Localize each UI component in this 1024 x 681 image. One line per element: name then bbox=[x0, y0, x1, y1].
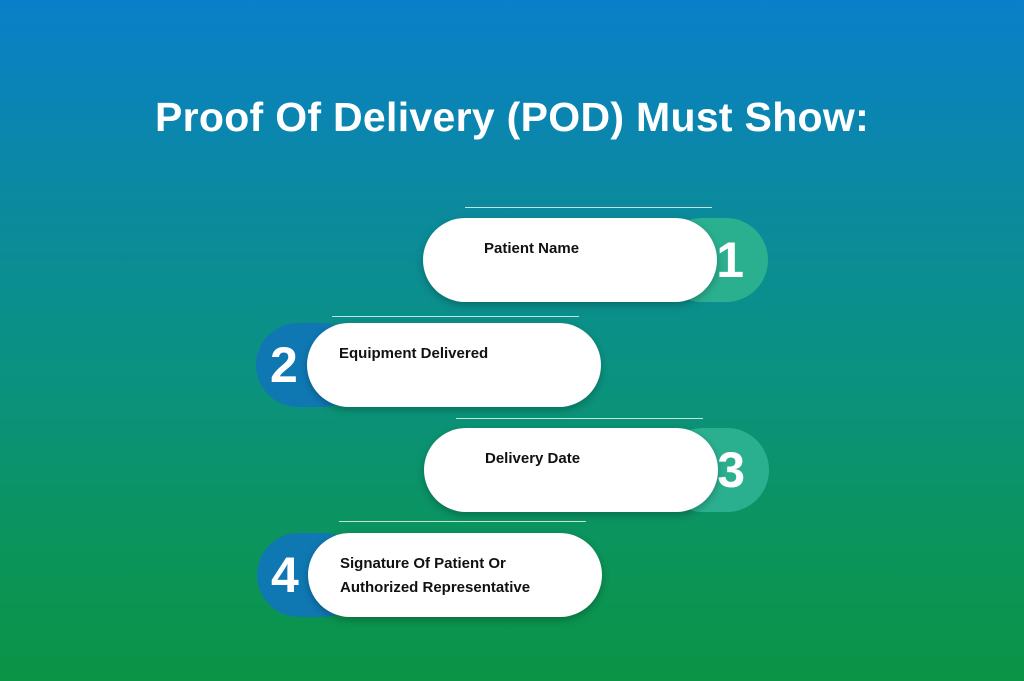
item-card bbox=[424, 428, 718, 512]
item-label: Delivery Date bbox=[485, 450, 581, 467]
item-card bbox=[308, 533, 602, 617]
divider bbox=[465, 207, 712, 208]
page-title: Proof Of Delivery (POD) Must Show: bbox=[154, 94, 870, 140]
divider bbox=[456, 418, 703, 419]
item-label: Signature Of Patient Or Authorized Repre… bbox=[340, 555, 531, 596]
item-label: Equipment Delivered bbox=[339, 345, 489, 362]
divider bbox=[339, 521, 586, 522]
item-card bbox=[423, 218, 717, 302]
divider bbox=[332, 316, 579, 317]
item-card bbox=[307, 323, 601, 407]
item-label: Patient Name bbox=[484, 240, 580, 257]
